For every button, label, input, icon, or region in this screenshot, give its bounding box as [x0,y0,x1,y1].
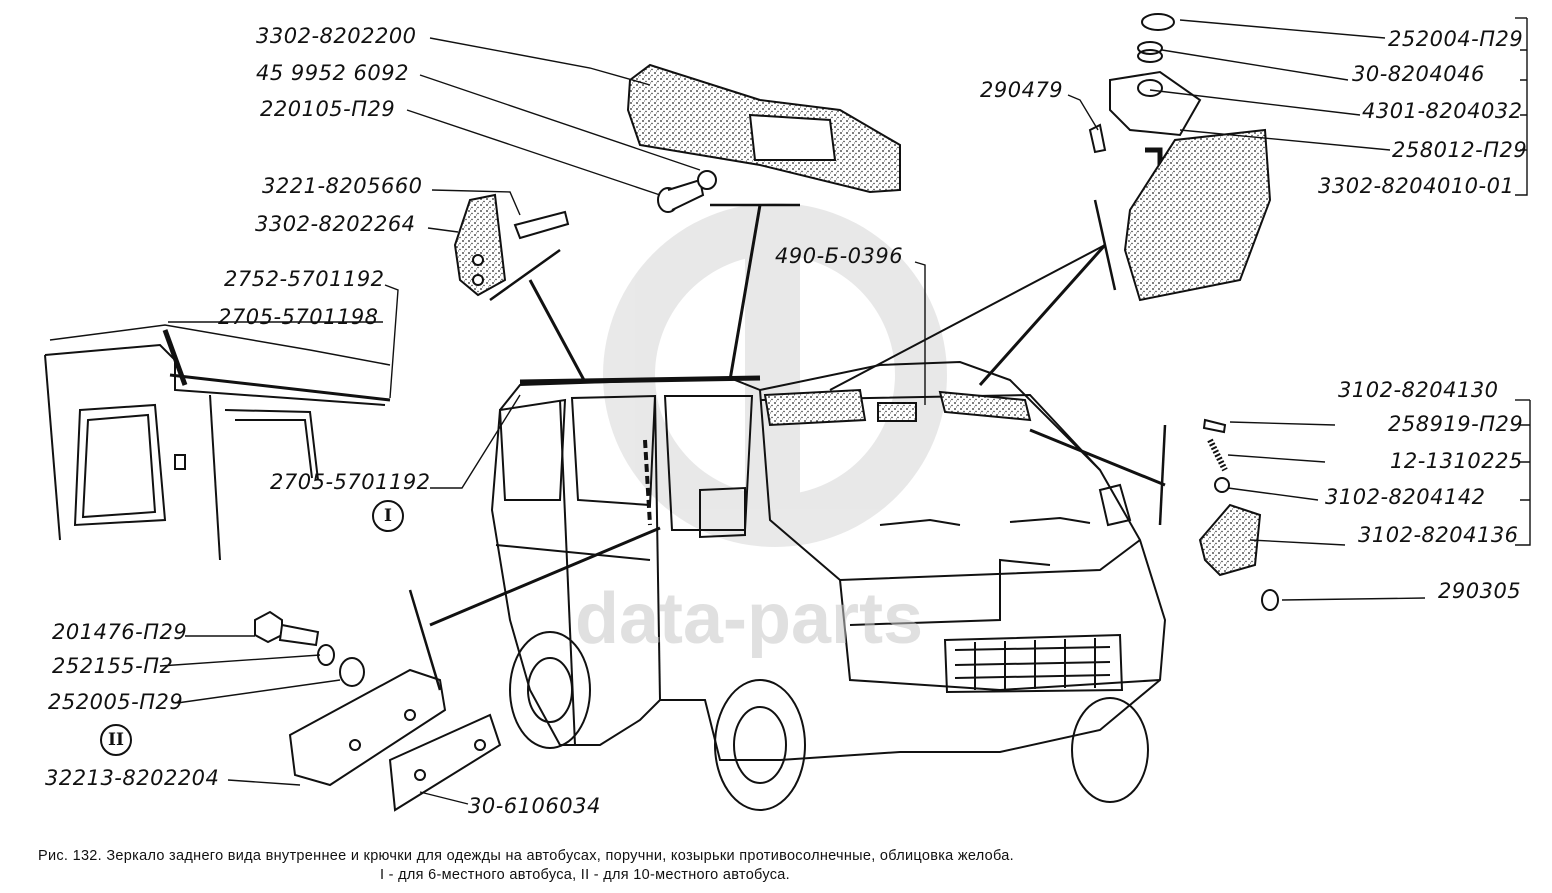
label-490-b-0396: 490-Б-0396 [775,244,904,268]
clothes-hook-part [453,193,570,297]
label-3302-8202264: 3302-8202264 [255,212,416,236]
van-illustration [490,360,1167,811]
label-252005-p29: 252005-П29 [48,690,184,714]
label-12-1310225: 12-1310225 [1390,449,1523,473]
label-30-6106034: 30-6106034 [468,794,601,818]
label-290479: 290479 [980,78,1064,102]
label-252004-p29: 252004-П29 [1388,27,1524,51]
leader-lines [159,17,1531,805]
rail-bracket-parts [254,610,502,812]
label-30-8204046: 30-8204046 [1352,62,1485,86]
watermark-text: data-parts [575,579,924,659]
watermark-logo [603,203,947,547]
roman-numeral-two: II [100,724,132,756]
mirror-part [1088,13,1272,302]
figure-caption-line-1: Рис. 132. Зеркало заднего вида внутренне… [38,848,1015,864]
label-45-9952-6092: 45 9952 6092 [256,61,409,85]
label-201476-p29: 201476-П29 [52,620,188,644]
label-2752-5701192: 2752-5701192 [224,267,385,291]
visor-bracket-part [1198,418,1279,611]
figure-caption-line-2: I - для 6-местного автобуса, II - для 10… [380,867,790,883]
label-3221-8205660: 3221-8205660 [262,174,423,198]
label-4301-8204032: 4301-8204032 [1362,99,1523,123]
label-3302-8204010-01: 3302-8204010-01 [1318,174,1515,198]
gutter-trim-detail [44,324,391,561]
label-3302-8202200: 3302-8202200 [256,24,417,48]
label-3102-8204130: 3102-8204130 [1338,378,1499,402]
label-2705-5701192: 2705-5701192 [270,470,431,494]
sun-visors [763,388,1032,427]
label-220105-p29: 220105-П29 [260,97,396,121]
label-258012-p29: 258012-П29 [1392,138,1528,162]
label-32213-8202204: 32213-8202204 [45,766,220,790]
label-258919-p29: 258919-П29 [1388,412,1524,436]
roman-numeral-one: I [372,500,404,532]
handrail-part [626,63,901,213]
label-290305: 290305 [1438,579,1522,603]
label-252155-p2: 252155-П2 [52,654,174,678]
label-3102-8204142: 3102-8204142 [1325,485,1486,509]
label-2705-5701198: 2705-5701198 [218,305,379,329]
label-3102-8204136: 3102-8204136 [1358,523,1519,547]
